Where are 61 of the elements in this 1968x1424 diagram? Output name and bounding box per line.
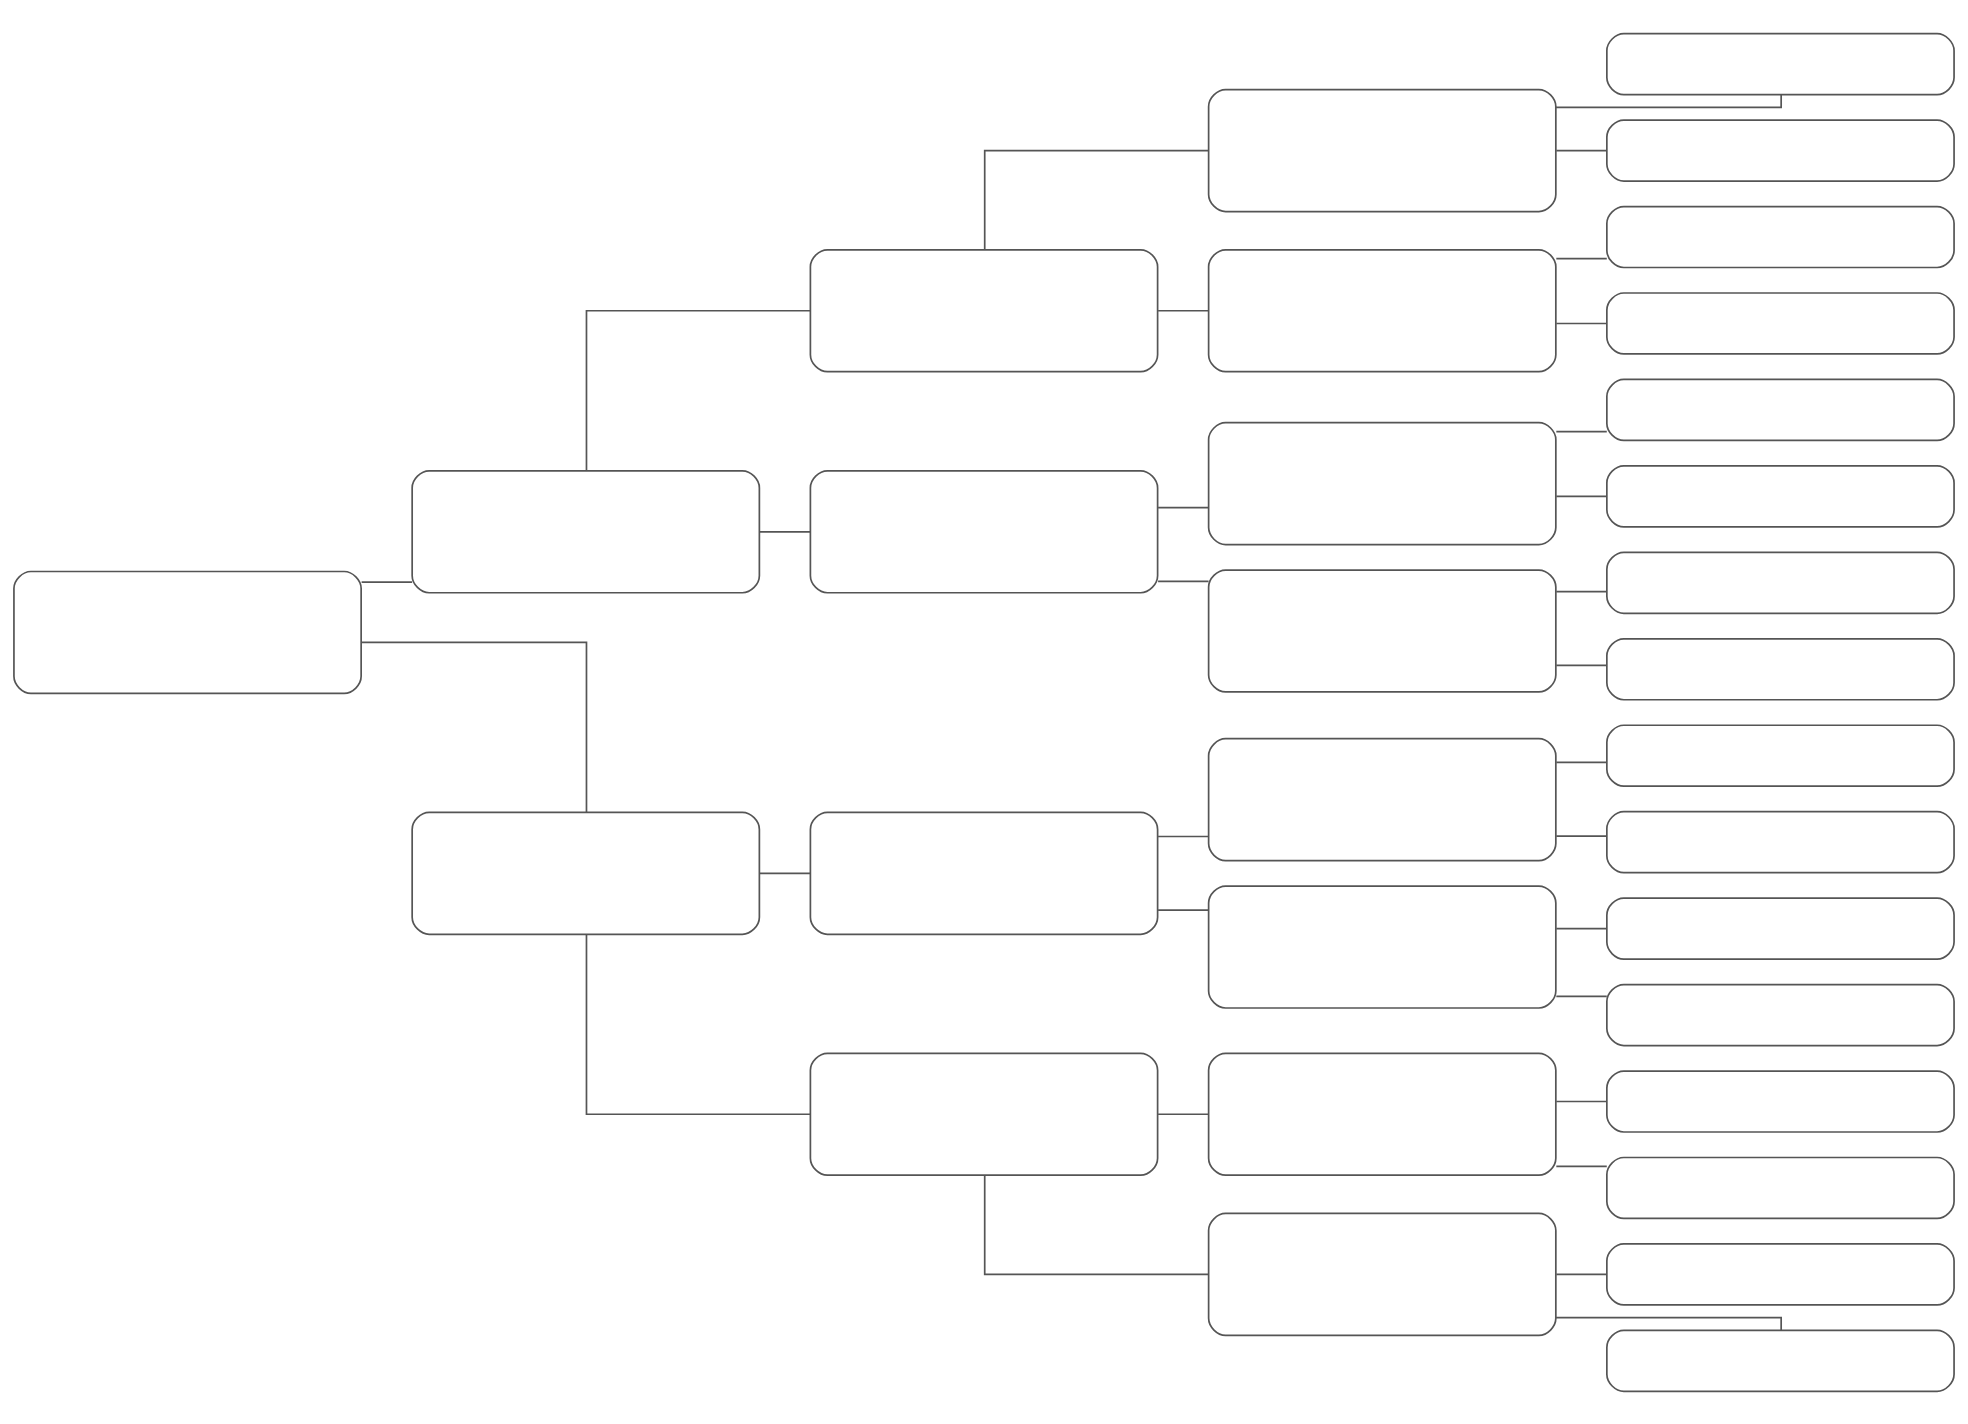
connector bbox=[585, 933, 812, 1115]
node-box bbox=[1606, 1329, 1955, 1392]
node-box bbox=[1606, 723, 1955, 787]
node-box bbox=[1207, 421, 1557, 545]
node-box bbox=[1606, 896, 1955, 960]
node-box bbox=[809, 469, 1159, 594]
connector bbox=[1555, 495, 1608, 497]
connector bbox=[983, 1173, 1210, 1275]
node-box bbox=[411, 469, 761, 594]
node-box bbox=[1606, 551, 1955, 614]
node-box bbox=[1606, 464, 1955, 528]
connector bbox=[1157, 835, 1210, 837]
connector bbox=[1555, 93, 1782, 108]
node-box bbox=[1207, 248, 1557, 373]
connector bbox=[1157, 580, 1210, 582]
node-box bbox=[1207, 568, 1557, 693]
connector bbox=[1157, 506, 1210, 509]
node-box bbox=[1606, 1069, 1955, 1133]
node-box bbox=[1207, 88, 1557, 212]
connector bbox=[759, 872, 812, 874]
connector bbox=[360, 580, 413, 583]
node-box bbox=[1207, 737, 1557, 861]
node-box bbox=[1606, 291, 1955, 355]
node-box bbox=[411, 811, 761, 935]
connector bbox=[1157, 908, 1210, 911]
connector bbox=[1555, 149, 1608, 151]
node-box bbox=[1606, 1156, 1955, 1219]
node-box bbox=[809, 811, 1159, 935]
connector bbox=[1555, 1100, 1608, 1102]
connector bbox=[983, 149, 1210, 251]
connector bbox=[1555, 664, 1608, 666]
node-box bbox=[1606, 378, 1955, 441]
node-box bbox=[1606, 983, 1955, 1046]
node-box bbox=[1606, 1242, 1955, 1306]
connector bbox=[585, 309, 812, 472]
connector bbox=[759, 530, 812, 533]
connector bbox=[1555, 430, 1608, 432]
node-box bbox=[809, 1052, 1159, 1176]
node-box bbox=[1207, 1212, 1557, 1336]
connector bbox=[1555, 322, 1608, 324]
connector bbox=[1555, 1316, 1782, 1331]
connector bbox=[1157, 309, 1210, 312]
node-box bbox=[13, 570, 362, 694]
node-box bbox=[1207, 1052, 1557, 1176]
node-box bbox=[1606, 205, 1955, 268]
connector bbox=[1555, 257, 1608, 259]
node-box bbox=[1606, 810, 1955, 873]
connector bbox=[1555, 1273, 1608, 1275]
node-box bbox=[1606, 118, 1955, 182]
connector bbox=[1555, 834, 1608, 837]
connector bbox=[1555, 1165, 1608, 1167]
connector bbox=[1555, 761, 1608, 763]
connector bbox=[360, 641, 588, 813]
connector bbox=[1555, 927, 1608, 929]
node-box bbox=[1606, 32, 1955, 95]
node-box bbox=[1207, 884, 1557, 1009]
connector bbox=[1555, 994, 1608, 997]
connector bbox=[1555, 590, 1608, 593]
node-box bbox=[1606, 637, 1955, 701]
node-box bbox=[809, 248, 1159, 373]
connector bbox=[1157, 1112, 1210, 1115]
